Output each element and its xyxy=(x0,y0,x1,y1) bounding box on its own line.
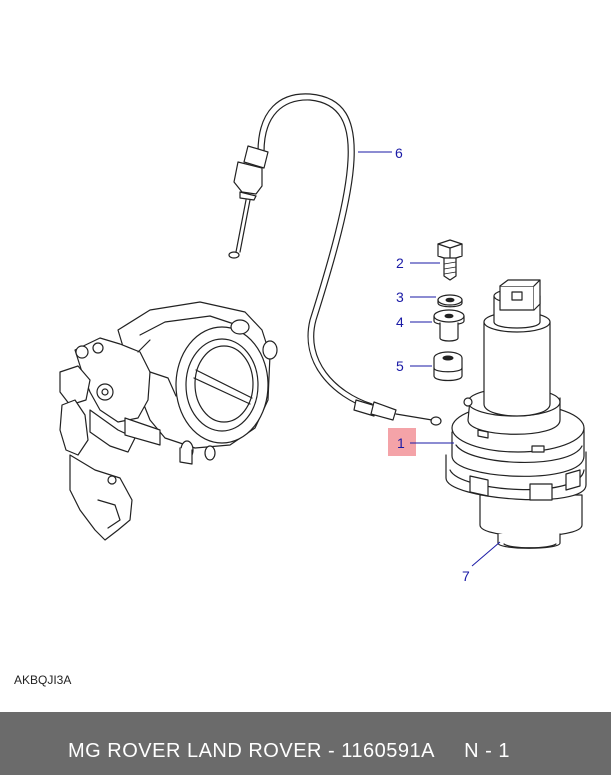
callout-7-label: 7 xyxy=(462,568,470,584)
footer-text: MG ROVER LAND ROVER - 1160591A N - 1 xyxy=(68,740,510,762)
callout-4-label: 4 xyxy=(396,314,404,330)
parts-diagram: 6 2 3 4 5 1 7 xyxy=(59,93,587,584)
callout-2-label: 2 xyxy=(396,255,404,271)
callout-3: 3 xyxy=(396,289,436,305)
callout-5-label: 5 xyxy=(396,358,404,374)
grommet-5-drawing xyxy=(433,351,463,382)
callout-6-label: 6 xyxy=(395,145,403,161)
washer-3-drawing xyxy=(437,294,463,308)
callout-7: 7 xyxy=(462,541,501,584)
bolt-2-drawing xyxy=(437,239,463,281)
callout-1: 1 xyxy=(388,428,454,456)
callout-4: 4 xyxy=(396,314,432,330)
callout-6: 6 xyxy=(358,145,403,161)
callout-2: 2 xyxy=(396,255,440,271)
footer-bar xyxy=(0,712,611,775)
throttle-cable-drawing xyxy=(228,93,442,426)
drawing-code: AKBQJI3A xyxy=(14,673,72,687)
callout-1-label: 1 xyxy=(397,435,405,451)
callout-3-label: 3 xyxy=(396,289,404,305)
throttle-body-drawing xyxy=(59,301,278,541)
actuator-drawing xyxy=(445,279,587,549)
bush-4-drawing xyxy=(433,309,465,342)
callout-1-highlight xyxy=(388,428,416,456)
callout-5: 5 xyxy=(396,358,432,374)
